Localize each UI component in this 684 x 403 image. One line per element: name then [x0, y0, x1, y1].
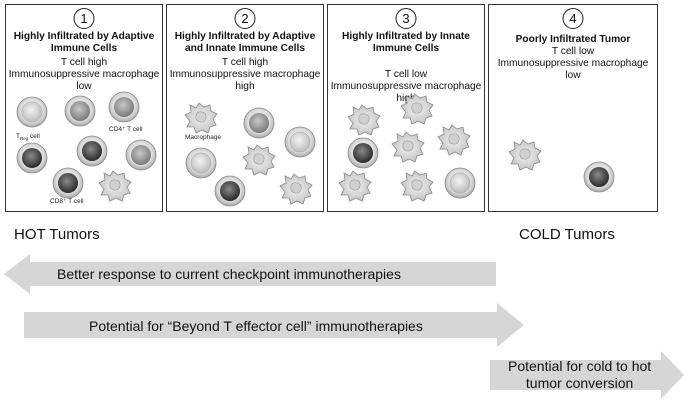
arrow-label-cold-to-hot: Potential for cold to hot tumor conversi… [508, 358, 651, 392]
panel-2: 2 Highly Infiltrated by Adaptive and Inn… [166, 4, 324, 212]
treg-cell-label: TReg cell [16, 133, 40, 141]
cd4-cell-label: CD4⁺ T cell [109, 126, 143, 133]
macrophage-line: Immunosuppressive macrophage [8, 69, 160, 80]
panel-1: 1 Highly Infiltrated by Adaptive Immune … [5, 4, 163, 212]
hot-tumors-label: HOT Tumors [14, 226, 100, 243]
cells-illustration: Macrophage [184, 102, 316, 207]
t-cell-level: T cell low [551, 46, 595, 57]
cd8-cell-label: CD8⁺ T cell [50, 198, 84, 205]
panel-3: 3 Highly Infiltrated by Innate Immune Ce… [327, 4, 485, 212]
left-arrow-shape [4, 254, 496, 294]
panel-4: 4 Poorly Infiltrated Tumor T cell low Im… [488, 4, 658, 212]
panel-title: Highly Infiltrated by Adaptive and Innat… [169, 31, 321, 55]
macrophage-line: Immunosuppressive macrophage [497, 58, 649, 69]
panel-number: 3 [395, 8, 417, 29]
right-arrow-shape [490, 351, 684, 399]
panel-description: T cell high Immunosuppressive macrophage… [8, 57, 160, 93]
panel-number: 1 [73, 8, 95, 29]
panel-title-line: Immune Cells [372, 43, 440, 54]
t-cell-level: T cell low [384, 69, 428, 80]
macrophage-level: high [235, 81, 255, 92]
panel-title: Poorly Infiltrated Tumor [491, 34, 655, 46]
t-cell-level: T cell high [221, 57, 269, 68]
arrow-label-checkpoint: Better response to current checkpoint im… [57, 266, 401, 282]
panel-title-line: Poorly Infiltrated Tumor [515, 34, 631, 45]
panel-description: T cell high Immunosuppressive macrophage… [169, 57, 321, 93]
macrophage-line: Immunosuppressive macrophage [330, 81, 482, 92]
panel-title-line: and Innate Immune Cells [184, 43, 305, 54]
panel-title-line: Highly Infiltrated by Innate [342, 31, 470, 42]
cells-illustration: TReg cell CD4⁺ T cell CD8⁺ T cell [16, 91, 157, 205]
macrophage-label: Macrophage [185, 134, 222, 141]
macrophage-level: low [565, 70, 581, 81]
macrophage-level: low [76, 81, 92, 92]
panel-title: Highly Infiltrated by Innate Immune Cell… [330, 31, 482, 55]
panel-title-line: Immune Cells [50, 43, 118, 54]
panel-title-line: Highly Infiltrated by Adaptive [13, 31, 155, 42]
arrow-label-beyond-t-effector: Potential for “Beyond T effector cell” i… [89, 318, 423, 334]
cold-tumors-label: COLD Tumors [519, 226, 615, 243]
panel-number: 4 [562, 8, 584, 29]
panel-description: T cell low Immunosuppressive macrophage … [491, 46, 655, 82]
panel-title-line: Highly Infiltrated by Adaptive [174, 31, 316, 42]
panel-number: 2 [234, 8, 256, 29]
panel-title: Highly Infiltrated by Adaptive Immune Ce… [8, 31, 160, 55]
right-arrow-shape [24, 303, 524, 347]
macrophage-line: Immunosuppressive macrophage [169, 69, 321, 80]
t-cell-level: T cell high [60, 57, 108, 68]
arrow-label-line: tumor conversion [525, 375, 634, 391]
arrow-label-line: Potential for cold to hot [508, 358, 652, 374]
